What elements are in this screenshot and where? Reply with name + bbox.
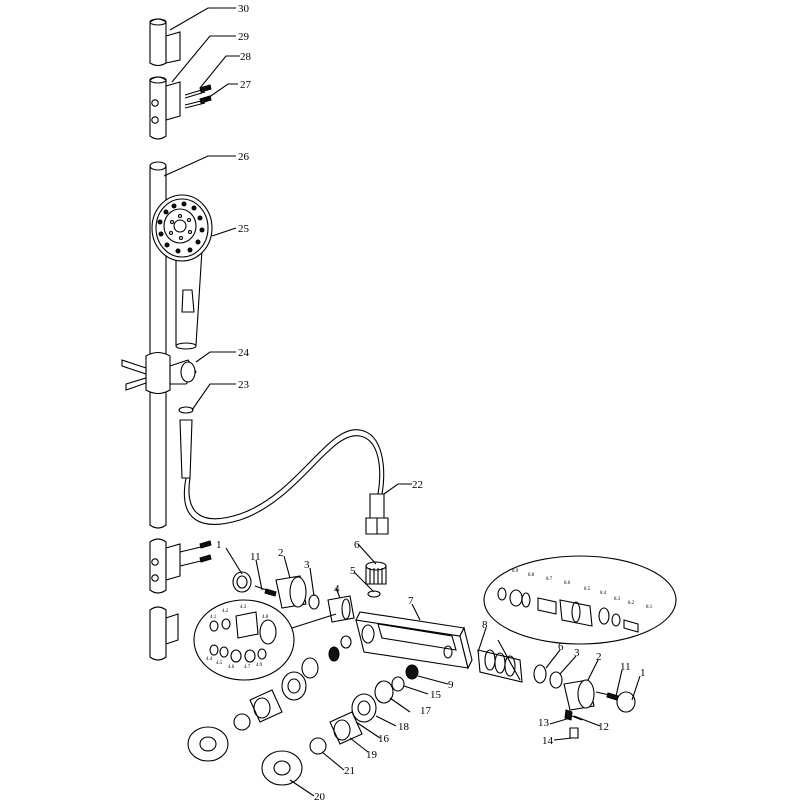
callout-23: 23: [238, 379, 250, 391]
callout-16: 16: [378, 733, 390, 745]
callout-6-right: 6: [558, 641, 564, 653]
callout-28: 28: [240, 51, 252, 63]
part-slider-holder: [121, 351, 197, 395]
callout-11-left: 11: [250, 551, 261, 563]
part-valve-body: [355, 611, 473, 670]
callout-3-right: 3: [574, 647, 580, 659]
sub-4-4: 4.4: [206, 657, 213, 662]
callout-6-top: 6: [354, 539, 360, 551]
callout-21: 21: [344, 765, 355, 777]
callout-11-right: 11: [620, 661, 631, 673]
sub-8-5: 8.5: [584, 587, 591, 592]
part-wall-cap: [149, 18, 181, 67]
part-lower-bracket: [149, 538, 212, 594]
sub-4-7: 4.7: [244, 665, 251, 670]
detail-right-labels: 8.9 8.8 8.7 8.6 8.5 8.4 8.3 8.2 8.1: [512, 569, 653, 610]
part-top-knob: [365, 561, 387, 598]
sub-4-8: 4.8: [262, 615, 269, 620]
sub-4-3: 4.3: [240, 605, 247, 610]
part-shower-hose: [183, 429, 385, 525]
sub-8-4: 8.4: [600, 591, 607, 596]
callout-3-left: 3: [304, 559, 310, 571]
callout-13: 13: [538, 717, 550, 729]
callout-30: 30: [238, 3, 250, 15]
part-hand-shower: [151, 194, 213, 350]
callout-labels: 30 29 28 27 26 25 24 23 22 1 11 2 3 4 6 …: [216, 3, 646, 800]
callout-1-left: 1: [216, 539, 222, 551]
callout-4-left: 4: [334, 583, 340, 595]
leader-lines: [163, 7, 641, 797]
part-thermostatic-cartridge: [477, 649, 523, 683]
callout-1-right: 1: [640, 667, 646, 679]
callout-18: 18: [398, 721, 410, 733]
sub-8-2: 8.2: [628, 601, 635, 606]
part-right-handle: [533, 664, 636, 739]
sub-8-1: 8.1: [646, 605, 653, 610]
sub-8-7: 8.7: [546, 577, 553, 582]
detail-left-labels: 4.1 4.2 4.3 4.4 4.5 4.6 4.7 4.8 4.9: [206, 605, 269, 670]
part-left-handle: [232, 571, 355, 623]
part-slide-rail: [149, 161, 167, 529]
callout-25: 25: [238, 223, 250, 235]
callout-14: 14: [542, 735, 554, 747]
part-left-outlets: [187, 635, 352, 762]
sub-8-9: 8.9: [512, 569, 519, 574]
callout-26: 26: [238, 151, 250, 163]
part-upper-bracket: [149, 76, 181, 140]
sub-8-6: 8.6: [564, 581, 571, 586]
part-bottom-wall-cap: [149, 606, 179, 661]
callout-5: 5: [350, 565, 356, 577]
sub-4-2: 4.2: [222, 609, 229, 614]
callout-8: 8: [482, 619, 488, 631]
callout-24: 24: [238, 347, 250, 359]
callout-19: 19: [366, 749, 378, 761]
callout-12: 12: [598, 721, 609, 733]
sub-4-5: 4.5: [216, 661, 223, 666]
part-hose-cone: [178, 406, 194, 479]
sub-4-6: 4.6: [228, 665, 235, 670]
callout-2-right: 2: [596, 651, 602, 663]
callout-27: 27: [240, 79, 252, 91]
detail-right-cartridge: [483, 555, 677, 681]
callout-15: 15: [430, 689, 442, 701]
callout-17: 17: [420, 705, 432, 717]
callout-22: 22: [412, 479, 423, 491]
sub-8-3: 8.3: [614, 597, 621, 602]
part-hose-nut: [365, 493, 389, 535]
callout-2-left: 2: [278, 547, 284, 559]
detail-left-cartridge: [193, 599, 337, 681]
sub-4-1: 4.1: [210, 615, 217, 620]
callout-7: 7: [408, 595, 414, 607]
sub-4-9: 4.9: [256, 663, 263, 668]
part-screws-upper: [184, 84, 212, 109]
callout-20: 20: [314, 791, 326, 800]
spray-nozzles: [157, 201, 205, 254]
sub-8-8: 8.8: [528, 573, 535, 578]
callout-9: 9: [448, 679, 454, 691]
part-right-outlets: [261, 664, 419, 786]
callout-29: 29: [238, 31, 250, 43]
